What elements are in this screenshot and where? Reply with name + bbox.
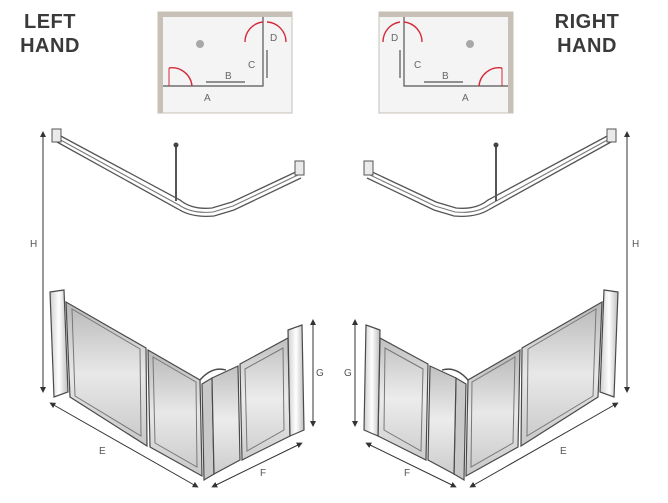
right-floor-plan: A B C D (378, 11, 514, 114)
right-dim-e-label: E (560, 446, 567, 457)
right-wall-post (599, 289, 619, 398)
right-dim-f-label: F (404, 468, 410, 479)
right-rail-end-bracket (363, 160, 374, 176)
left-dim-g-label: G (316, 368, 324, 379)
right-corner-hinge (441, 368, 469, 381)
right-dim-e-line (469, 402, 619, 488)
left-plan-top-wall (158, 12, 292, 17)
right-plan-enclosure (403, 17, 508, 87)
left-corner-hinge (199, 368, 227, 381)
left-end-post (287, 324, 305, 437)
right-long-panel-2 (465, 348, 521, 478)
left-short-panel-2-inner (244, 347, 285, 452)
right-hand-label-line1: RIGHT (554, 11, 620, 33)
left-dim-f-label: F (260, 468, 266, 479)
right-long-panel-1 (520, 300, 603, 448)
left-shower-screens (49, 289, 305, 482)
left-hand-label-line1: LEFT (24, 11, 76, 33)
left-plan-label-b: B (225, 71, 232, 82)
left-hand-label-line2: HAND (20, 35, 80, 57)
right-shower-screens (363, 289, 619, 482)
left-plan-door-arc-d (266, 21, 287, 43)
right-plan-door-arc-a (478, 67, 503, 87)
left-long-panel-2 (147, 348, 203, 478)
right-plan-top-wall (379, 12, 513, 17)
right-plan-label-b: B (442, 71, 449, 82)
right-dimensions (352, 131, 630, 488)
left-floor-plan: A B C D (157, 11, 293, 114)
right-plan-label-a: A (462, 93, 469, 104)
right-rail-support-cap (493, 142, 499, 148)
right-rail-wall-bracket (606, 128, 617, 143)
right-plan-label-d: D (391, 33, 398, 44)
right-end-post (363, 324, 381, 437)
left-short-panel-2 (239, 337, 291, 461)
left-plan-label-c: C (248, 60, 255, 71)
left-plan-frame (157, 11, 293, 114)
right-dim-h-label: H (632, 239, 639, 250)
right-dim-g-label: G (344, 368, 352, 379)
left-plan-enclosure (163, 17, 264, 87)
right-short-panel-1 (427, 365, 457, 475)
left-plan-label-a: A (204, 93, 211, 104)
right-dim-f-line (365, 442, 457, 488)
right-short-panel-2 (377, 337, 429, 461)
left-dim-e-line (49, 402, 199, 488)
right-short-panel-2-inner (383, 347, 424, 452)
left-dim-h-label: H (30, 239, 37, 250)
right-plan-frame (378, 11, 514, 114)
right-plan-door-arc-c (403, 21, 423, 43)
left-plan-label-d: D (270, 33, 277, 44)
left-rail-end-bracket (294, 160, 305, 176)
left-rail-wall-bracket (51, 128, 62, 143)
left-plan-side-wall (158, 12, 163, 113)
left-dim-e-label: E (99, 446, 106, 457)
right-hand-label-line2: HAND (557, 35, 617, 57)
right-hand-label: RIGHT HAND (546, 10, 628, 58)
right-plan-door-arc-d (382, 21, 401, 43)
right-plan-label-c: C (414, 60, 421, 71)
left-plan-door-arc-a (168, 67, 193, 87)
left-short-panel-1 (211, 365, 241, 475)
right-plan-side-wall (508, 12, 513, 113)
left-rail-support-cap (173, 142, 179, 148)
left-wall-post (49, 289, 69, 398)
left-plan-door-arc-c (244, 21, 264, 43)
left-plan-drain (196, 40, 204, 48)
left-dimensions (40, 131, 316, 488)
left-curtain-rail (51, 128, 305, 217)
right-curtain-rail (363, 128, 617, 217)
left-long-panel-1 (65, 300, 148, 448)
left-dim-f-line (211, 442, 303, 488)
right-plan-drain (466, 40, 474, 48)
left-hand-label: LEFT HAND (14, 10, 86, 58)
